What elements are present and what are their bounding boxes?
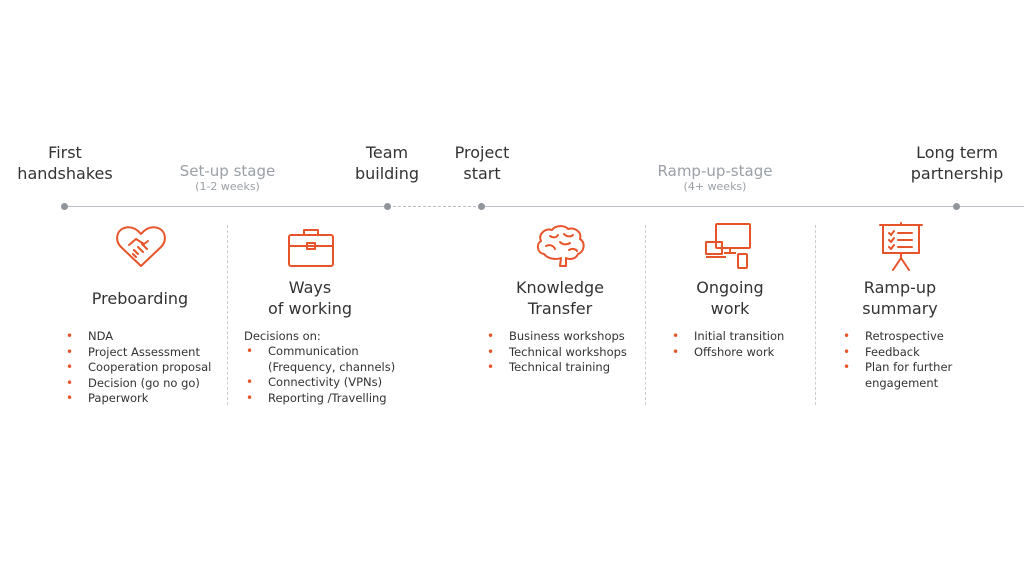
rampup-title: Ramp-up summary (862, 278, 938, 318)
timeline-dot-first-handshakes (61, 203, 68, 210)
stage-setup: Set-up stage (1-2 weeks) (160, 162, 295, 194)
timeline-dot-team-building (384, 203, 391, 210)
list-item: Reporting /Travelling (246, 391, 421, 407)
list-item: Business workshops (487, 329, 647, 345)
list-item: Initial transition (672, 329, 822, 345)
separator-2 (645, 225, 646, 405)
stage-rampup: Ramp-up-stage (4+ weeks) (640, 162, 790, 194)
presentation-board-icon (879, 222, 923, 271)
stage-rampup-label: Ramp-up-stage (657, 162, 773, 180)
list-item: Offshore work (672, 345, 822, 361)
ongoing-title: Ongoing work (696, 278, 764, 318)
timeline-segment-team-building (388, 206, 481, 207)
rampup-list: Retrospective Feedback Plan for further … (843, 329, 1003, 391)
timeline-dot-project-start (478, 203, 485, 210)
list-item: Project Assessment (66, 345, 226, 361)
ongoing-list: Initial transition Offshore work (672, 329, 822, 360)
list-item: Decision (go no go) (66, 376, 226, 392)
list-item: NDA (66, 329, 226, 345)
list-item: Technical training (487, 360, 647, 376)
preboarding-title: Preboarding (91, 289, 189, 308)
timeline-segment-setup (64, 206, 387, 207)
list-item: Plan for further engagement (843, 360, 1003, 391)
briefcase-icon (288, 229, 334, 267)
milestone-long-term-partnership: Long term partnership (910, 143, 1004, 183)
list-item: Technical workshops (487, 345, 647, 361)
list-item: Cooperation proposal (66, 360, 226, 376)
milestone-team-building: Team building (354, 143, 420, 183)
knowledge-list: Business workshops Technical workshops T… (487, 329, 647, 376)
devices-icon (705, 223, 751, 269)
milestone-project-start: Project start (454, 143, 510, 183)
handshake-heart-icon (116, 226, 166, 267)
milestone-first-handshakes: First handshakes (17, 143, 113, 183)
list-item: Paperwork (66, 391, 226, 407)
separator-3 (815, 225, 816, 405)
stage-setup-duration: (1-2 weeks) (195, 180, 260, 193)
separator-1 (227, 225, 228, 405)
list-item: Communication (Frequency, channels) (246, 344, 421, 375)
ways-lead: Decisions on: (244, 329, 321, 343)
ways-list: Communication (Frequency, channels) Conn… (246, 344, 421, 406)
stage-rampup-duration: (4+ weeks) (683, 180, 747, 193)
list-item: Feedback (843, 345, 1003, 361)
list-item: Retrospective (843, 329, 1003, 345)
ways-title: Ways of working (268, 278, 352, 318)
timeline-segment-rampup (482, 206, 1024, 207)
timeline-dot-long-term (953, 203, 960, 210)
preboarding-list: NDA Project Assessment Cooperation propo… (66, 329, 226, 407)
knowledge-title: Knowledge Transfer (516, 278, 604, 318)
stage-setup-label: Set-up stage (179, 162, 276, 180)
list-item: Connectivity (VPNs) (246, 375, 421, 391)
brain-icon (536, 225, 585, 267)
